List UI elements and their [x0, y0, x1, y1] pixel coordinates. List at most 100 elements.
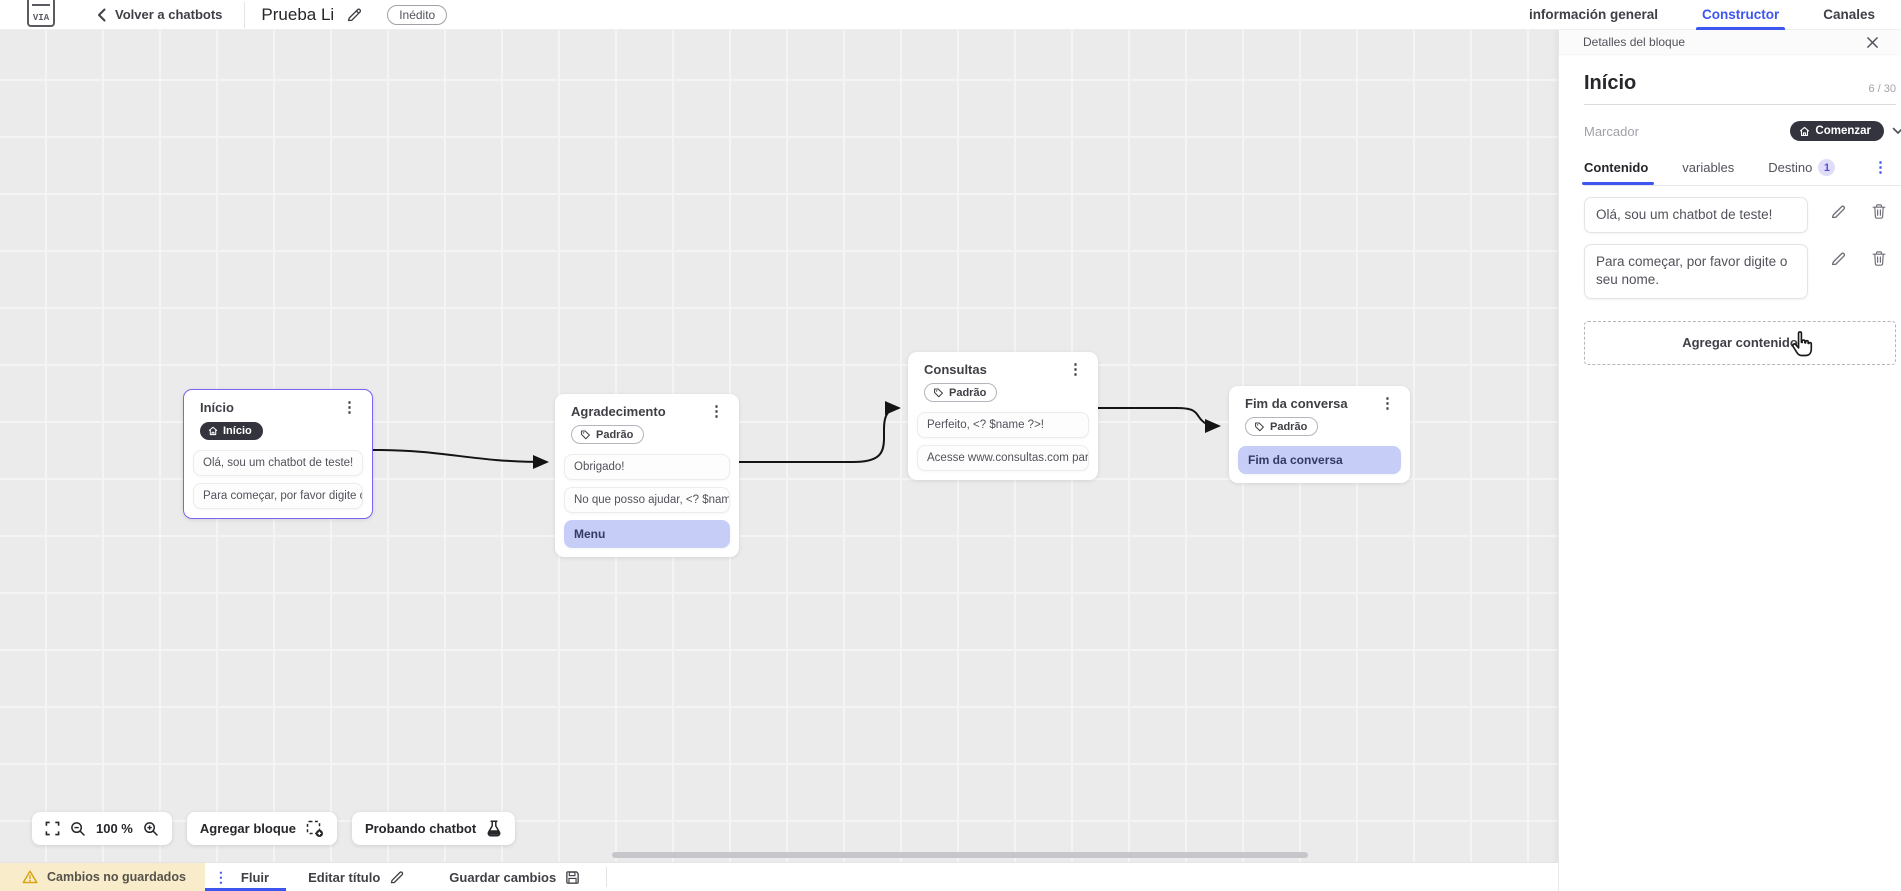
edge-inicio-agradecimento — [372, 449, 549, 469]
edit-content-icon[interactable] — [1830, 250, 1847, 267]
tag-icon — [581, 430, 590, 440]
destino-count-badge: 1 — [1818, 159, 1836, 176]
node-message-item[interactable]: Perfeito, <? $name ?>! — [917, 412, 1089, 438]
panel-tabs-menu-icon[interactable]: ⋮ — [1873, 159, 1888, 176]
node-title: Início — [200, 400, 234, 415]
add-content-button[interactable]: Agregar contenido — [1584, 320, 1896, 365]
tab-label: Destino — [1768, 160, 1813, 175]
node-menu-icon[interactable]: ⋮ — [342, 398, 357, 416]
panel-tabs: Contenido variables Destino 1 ⋮ — [1581, 159, 1901, 186]
unsaved-label: Cambios no guardados — [47, 870, 186, 884]
badge-label: Padrão — [596, 428, 634, 441]
node-message-item[interactable]: Acesse www.consultas.com par... — [917, 445, 1089, 471]
node-message-item[interactable]: Obrigado! — [564, 454, 730, 480]
tab-informacion-general[interactable]: información general — [1528, 7, 1658, 22]
tab-variables[interactable]: variables — [1682, 160, 1734, 184]
panel-header: Detalles del bloque — [1559, 30, 1901, 54]
save-icon — [566, 870, 580, 884]
badge-label: Padrão — [949, 386, 987, 399]
home-icon — [1800, 126, 1810, 136]
content-row: Para começar, por favor digite o seu nom… — [1584, 244, 1895, 299]
add-block-icon — [306, 820, 323, 837]
flow-tab[interactable]: ⋮ Fluir — [204, 863, 287, 891]
canvas-horizontal-scrollbar[interactable] — [612, 852, 1308, 858]
node-agradecimento[interactable]: Agradecimento ⋮ Padrão Obrigado! No que … — [555, 394, 739, 557]
node-title: Consultas — [924, 362, 987, 377]
panel-title: Detalles del bloque — [1583, 35, 1686, 49]
node-fim-da-conversa[interactable]: Fim da conversa ⋮ Padrão Fim da conversa — [1229, 386, 1410, 483]
marker-value-button[interactable]: Comenzar — [1790, 121, 1884, 141]
tag-icon — [934, 388, 943, 398]
pencil-icon — [391, 871, 404, 884]
add-block-label: Agregar bloque — [199, 821, 296, 836]
node-connector-item[interactable]: Fim da conversa — [1238, 446, 1401, 474]
delete-content-icon[interactable] — [1871, 250, 1887, 267]
close-icon[interactable] — [1866, 36, 1879, 49]
top-bar: VIA Volver a chatbots Prueba Li Inédito … — [0, 0, 1901, 30]
node-type-badge: Padrão — [1245, 417, 1319, 436]
delete-content-icon[interactable] — [1871, 203, 1887, 220]
fit-screen-icon[interactable] — [45, 821, 60, 836]
divider — [244, 1, 246, 28]
test-chatbot-button[interactable]: Probando chatbot — [351, 812, 516, 845]
badge-label: Início — [223, 425, 252, 437]
block-name-input[interactable]: Início — [1584, 72, 1637, 94]
test-chatbot-label: Probando chatbot — [364, 821, 477, 836]
flow-tab-menu-icon[interactable]: ⋮ — [213, 868, 228, 885]
save-changes-label: Guardar cambios — [449, 869, 557, 885]
flow-canvas[interactable]: Início ⋮ Início Olá, sou um chatbot de t… — [0, 30, 1558, 862]
save-changes-button[interactable]: Guardar cambios — [449, 863, 580, 891]
canvas-toolbar: 100 % Agregar bloque Probando chatbot — [32, 812, 516, 845]
tab-canales[interactable]: Canales — [1823, 7, 1875, 22]
node-message-item[interactable]: No que posso ajudar, <? $name ... — [564, 487, 730, 513]
char-counter: 6 / 30 — [1868, 83, 1896, 95]
edge-agradecimento-consultas — [739, 401, 901, 463]
content-message-card[interactable]: Olá, sou um chatbot de teste! — [1584, 197, 1808, 234]
tab-constructor[interactable]: Constructor — [1695, 0, 1786, 30]
bottom-bar: Cambios no guardados ⋮ Fluir Editar títu… — [0, 862, 1558, 891]
edit-content-icon[interactable] — [1830, 203, 1847, 220]
zoom-level: 100 % — [96, 821, 133, 836]
tab-destino[interactable]: Destino 1 — [1768, 159, 1836, 185]
status-badge: Inédito — [387, 4, 448, 25]
flask-icon — [487, 820, 501, 837]
edit-title-icon[interactable] — [346, 6, 363, 23]
main-tabs: información general Constructor Canales — [1529, 0, 1875, 30]
node-menu-icon[interactable]: ⋮ — [1068, 360, 1083, 378]
edge-consultas-fim — [1098, 407, 1221, 433]
zoom-out-icon[interactable] — [70, 821, 86, 837]
node-message-item[interactable]: Olá, sou um chatbot de teste! — [193, 450, 363, 476]
content-message-card[interactable]: Para começar, por favor digite o seu nom… — [1584, 244, 1808, 299]
tab-label: Contenido — [1584, 160, 1649, 175]
block-details-panel: Detalles del bloque Início 6 / 30 Marcad… — [1558, 30, 1901, 891]
node-message-item[interactable]: Para começar, por favor digite o ... — [193, 483, 363, 509]
chatbot-title: Prueba Li — [261, 4, 335, 24]
node-inicio[interactable]: Início ⋮ Início Olá, sou um chatbot de t… — [183, 389, 373, 519]
node-menu-icon[interactable]: ⋮ — [709, 402, 724, 420]
flow-tab-label: Fluir — [240, 869, 270, 885]
node-type-badge: Padrão — [924, 383, 998, 402]
back-to-chatbots-button[interactable]: Volver a chatbots — [97, 7, 222, 22]
node-connector-item[interactable]: Menu — [564, 520, 730, 548]
chevron-left-icon — [98, 8, 106, 21]
content-row: Olá, sou um chatbot de teste! — [1584, 197, 1895, 234]
back-label: Volver a chatbots — [115, 7, 223, 22]
add-block-button[interactable]: Agregar bloque — [186, 812, 337, 845]
tag-icon — [1255, 422, 1264, 432]
edit-title-button[interactable]: Editar título — [308, 863, 405, 891]
chevron-down-icon[interactable] — [1892, 127, 1901, 135]
node-consultas[interactable]: Consultas ⋮ Padrão Perfeito, <? $name ?>… — [908, 352, 1098, 480]
edit-title-label: Editar título — [308, 869, 381, 885]
zoom-in-icon[interactable] — [143, 821, 159, 837]
tab-contenido[interactable]: Contenido — [1581, 160, 1655, 185]
unsaved-changes-badge: Cambios no guardados — [0, 863, 205, 891]
app-logo-icon: VIA — [27, 0, 55, 27]
badge-label: Padrão — [1270, 420, 1308, 433]
zoom-controls: 100 % — [32, 812, 172, 845]
divider — [606, 867, 608, 887]
node-type-badge: Padrão — [571, 425, 645, 444]
node-title: Fim da conversa — [1245, 396, 1348, 411]
marker-value: Comenzar — [1815, 125, 1871, 137]
node-menu-icon[interactable]: ⋮ — [1380, 394, 1395, 412]
marker-label: Marcador — [1584, 123, 1639, 139]
